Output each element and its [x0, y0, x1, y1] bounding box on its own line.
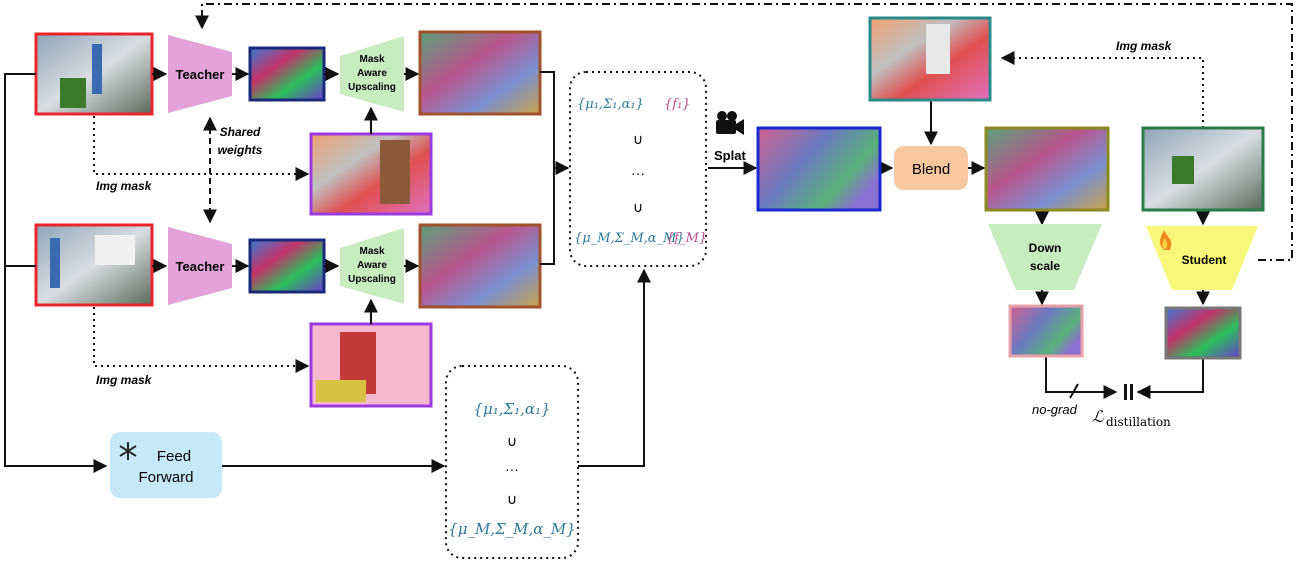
feature-map-small-bottom	[248, 238, 326, 294]
feature-map-large-top	[418, 30, 542, 116]
mask-aware-upscaling-top: Mask Aware Upscaling	[340, 36, 404, 112]
svg-text:···: ···	[631, 165, 645, 181]
svg-text:{f_M}: {f_M}	[666, 231, 707, 246]
svg-text:Feed: Feed	[157, 448, 191, 465]
img-mask-paths	[93, 51, 1204, 373]
img-mask-label-top: Img mask	[96, 179, 153, 193]
blend-box: Blend	[894, 146, 968, 190]
svg-text:∪: ∪	[633, 199, 643, 215]
rendered-feature-map	[756, 126, 882, 212]
svg-text:Upscaling: Upscaling	[348, 274, 396, 285]
svg-text:Teacher: Teacher	[176, 67, 225, 82]
mask-image-right	[868, 16, 992, 102]
svg-text:Mask: Mask	[359, 54, 384, 65]
feed-forward-block: Feed Forward	[110, 432, 222, 498]
input-image-top	[34, 32, 154, 116]
loss-subscript: distillation	[1106, 415, 1171, 429]
svg-text:scale: scale	[1030, 259, 1060, 273]
no-grad-slash	[1069, 383, 1079, 399]
camera-icon	[716, 111, 744, 135]
mask-aware-upscaling-bottom: Mask Aware Upscaling	[340, 228, 404, 304]
img-mask-label-bottom: Img mask	[96, 373, 153, 387]
svg-text:{μ_M,Σ_M,α_M}: {μ_M,Σ_M,α_M}	[448, 520, 576, 538]
student-block: Student	[1146, 226, 1258, 290]
feature-map-small-top	[248, 46, 326, 102]
svg-text:Upscaling: Upscaling	[348, 82, 396, 93]
svg-text:{f₁}: {f₁}	[664, 97, 691, 112]
parallel-icon	[1124, 384, 1133, 400]
teacher-bottom: Teacher	[168, 227, 232, 305]
gaussian-set-bottom: {μ₁,Σ₁,α₁} ∪ ··· ∪ {μ_M,Σ_M,α_M}	[445, 365, 579, 559]
flame-icon	[1159, 230, 1172, 250]
splat-label: Splat	[714, 148, 746, 163]
blended-feature-map	[984, 126, 1110, 212]
feature-map-large-bottom	[418, 223, 542, 309]
teacher-top: Teacher	[168, 35, 232, 113]
svg-text:Mask: Mask	[359, 246, 384, 257]
svg-text:Aware: Aware	[357, 260, 387, 271]
downscale-block: Down scale	[988, 224, 1102, 290]
snowflake-icon	[119, 442, 137, 460]
svg-text:···: ···	[505, 461, 519, 477]
gaussian-set-top: {μ₁,Σ₁,α₁} {f₁} ∪ ··· ∪ {μ_M,Σ_M,α_M} {f…	[569, 71, 707, 267]
svg-text:{μ_M,Σ_M,α_M}: {μ_M,Σ_M,α_M}	[574, 231, 685, 246]
svg-text:Down: Down	[1029, 241, 1062, 255]
shared-weights-label-1: Shared	[220, 125, 261, 139]
no-grad-label: no-grad	[1032, 402, 1078, 417]
input-image-bottom	[34, 223, 154, 307]
segmentation-image-bottom	[309, 322, 433, 408]
student-feature-map	[1164, 306, 1242, 360]
svg-text:Forward: Forward	[138, 469, 193, 486]
svg-text:∪: ∪	[507, 491, 517, 507]
downscaled-feature-map	[1008, 304, 1084, 358]
loss-symbol: ℒ	[1092, 407, 1104, 426]
shared-weights-label-2: weights	[218, 143, 263, 157]
row-arrows	[4, 67, 1210, 473]
student-input-image	[1141, 126, 1265, 212]
svg-text:{μ₁,Σ₁,α₁}: {μ₁,Σ₁,α₁}	[577, 97, 644, 112]
student-feedback-line	[195, 3, 1293, 261]
svg-text:∪: ∪	[633, 131, 643, 147]
segmentation-image-top	[309, 132, 433, 216]
svg-text:∪: ∪	[507, 433, 517, 449]
svg-text:Teacher: Teacher	[176, 259, 225, 274]
svg-text:Student: Student	[1182, 253, 1227, 267]
img-mask-label-right: Img mask	[1116, 39, 1173, 53]
svg-text:Blend: Blend	[912, 161, 950, 178]
svg-text:Aware: Aware	[357, 68, 387, 79]
svg-text:{μ₁,Σ₁,α₁}: {μ₁,Σ₁,α₁}	[473, 400, 550, 418]
